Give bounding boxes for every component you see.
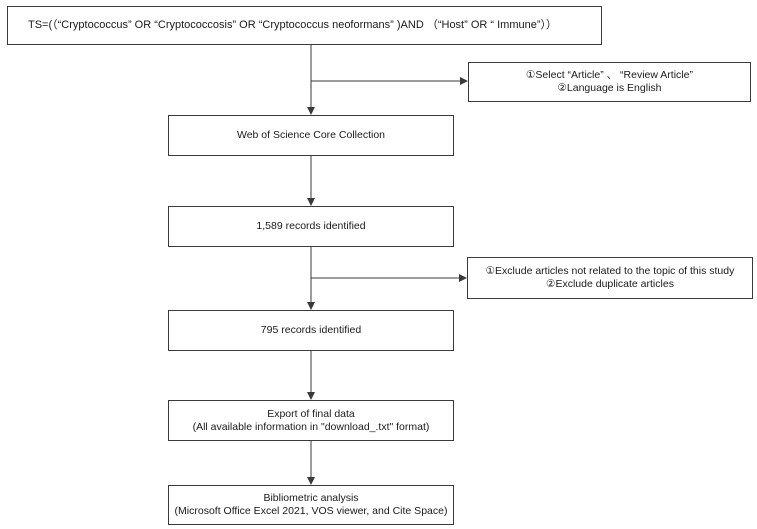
records-included-box: 795 records identified bbox=[168, 310, 454, 351]
filter-document-type: ①Select “Article” 、 “Review Article” bbox=[526, 69, 693, 81]
database-box: Web of Science Core Collection bbox=[168, 115, 454, 156]
search-query-box: TS=(（“Cryptococcus” OR “Cryptococcosis” … bbox=[7, 6, 602, 45]
database-label: Web of Science Core Collection bbox=[236, 129, 386, 141]
analysis-tools: (Microsoft Office Excel 2021, VOS viewer… bbox=[174, 505, 448, 517]
exclusion-criteria-box: ①Exclude articles not related to the top… bbox=[467, 257, 753, 299]
export-detail: (All available information in "download_… bbox=[192, 420, 430, 433]
filter-language: ②Language is English bbox=[557, 82, 662, 94]
exclusion-duplicates: ②Exclude duplicate articles bbox=[546, 278, 674, 290]
exclusion-topic: ①Exclude articles not related to the top… bbox=[485, 265, 735, 277]
analysis-title: Bibliometric analysis bbox=[263, 492, 359, 504]
records-identified-box: 1,589 records identified bbox=[168, 206, 454, 247]
records-identified-label: 1,589 records identified bbox=[256, 220, 366, 232]
records-included-label: 795 records identified bbox=[260, 324, 362, 336]
filter-criteria-box: ①Select “Article” 、 “Review Article” ②La… bbox=[468, 62, 751, 102]
search-query-text: TS=(（“Cryptococcus” OR “Cryptococcosis” … bbox=[28, 19, 558, 31]
analysis-box: Bibliometric analysis (Microsoft Office … bbox=[168, 485, 454, 525]
export-box: Export of final data (All available info… bbox=[168, 400, 454, 441]
export-title: Export of final data bbox=[267, 407, 355, 420]
